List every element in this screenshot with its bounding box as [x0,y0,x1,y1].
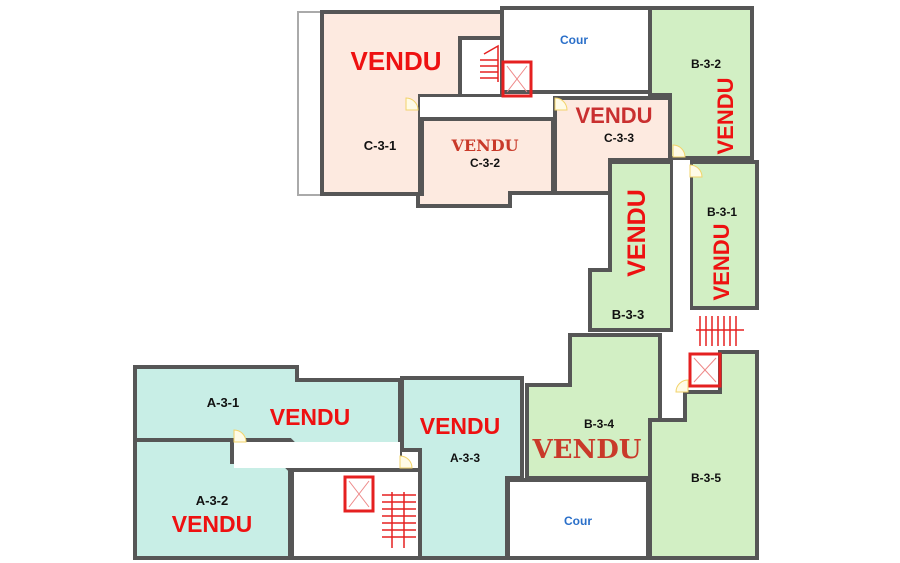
balcony [297,11,323,196]
door [399,455,413,469]
elevator-a [343,475,375,513]
courtyard-label-top: Cour [560,33,588,47]
unit-label-b-3-4: B-3-4 [584,417,614,431]
courtyard-top [500,6,652,94]
sold-label-b-3-2: VENDU [713,77,738,154]
elevator-a-cross [348,480,370,508]
sold-label-b-3-3: VENDU [623,189,651,277]
unit-b-3-3[interactable] [588,160,674,332]
door [675,379,689,393]
unit-label-c-3-1: C-3-1 [364,138,397,153]
unit-label-c-3-3: C-3-3 [604,131,634,145]
sold-label-a-3-2: VENDU [172,511,253,537]
sold-label-b-3-4: VENDU [532,435,642,465]
sold-label-c-3-1: VENDU [350,46,441,76]
courtyard-label-bottom: Cour [564,514,592,528]
stair-hall-a [290,468,422,560]
stairs-a [382,492,416,548]
door [672,144,686,158]
unit-a-3-3[interactable] [400,376,524,560]
unit-label-b-3-2: B-3-2 [691,57,721,71]
sold-label-c-3-2: VENDU [450,136,518,155]
unit-label-b-3-1: B-3-1 [707,205,737,219]
hallway-a [234,442,400,468]
unit-b-3-2[interactable] [648,6,754,160]
elevator-b-cross [693,357,717,383]
unit-label-a-3-3: A-3-3 [450,451,480,465]
unit-label-a-3-2: A-3-2 [196,493,229,508]
unit-label-c-3-2: C-3-2 [470,156,500,170]
door [689,164,703,178]
sold-label-a-3-1: VENDU [270,404,351,430]
stairs-c [480,44,499,82]
unit-b-3-1[interactable] [689,160,759,310]
hallway-b [673,160,690,392]
unit-label-b-3-3: B-3-3 [612,307,645,322]
sold-label-b-3-1: VENDU [709,223,734,300]
unit-b-3-5[interactable] [648,350,759,560]
elevator-b [688,352,722,388]
door [405,97,419,111]
sold-label-a-3-3: VENDU [420,413,501,439]
hallway-c [420,97,555,117]
elevator-c-cross [506,65,528,93]
door [554,97,568,111]
unit-label-a-3-1: A-3-1 [207,395,240,410]
sold-label-c-3-3: VENDU [575,103,652,128]
elevator-c [501,60,533,98]
stairs-b-steps [696,316,744,346]
door [233,429,247,443]
unit-label-b-3-5: B-3-5 [691,471,721,485]
